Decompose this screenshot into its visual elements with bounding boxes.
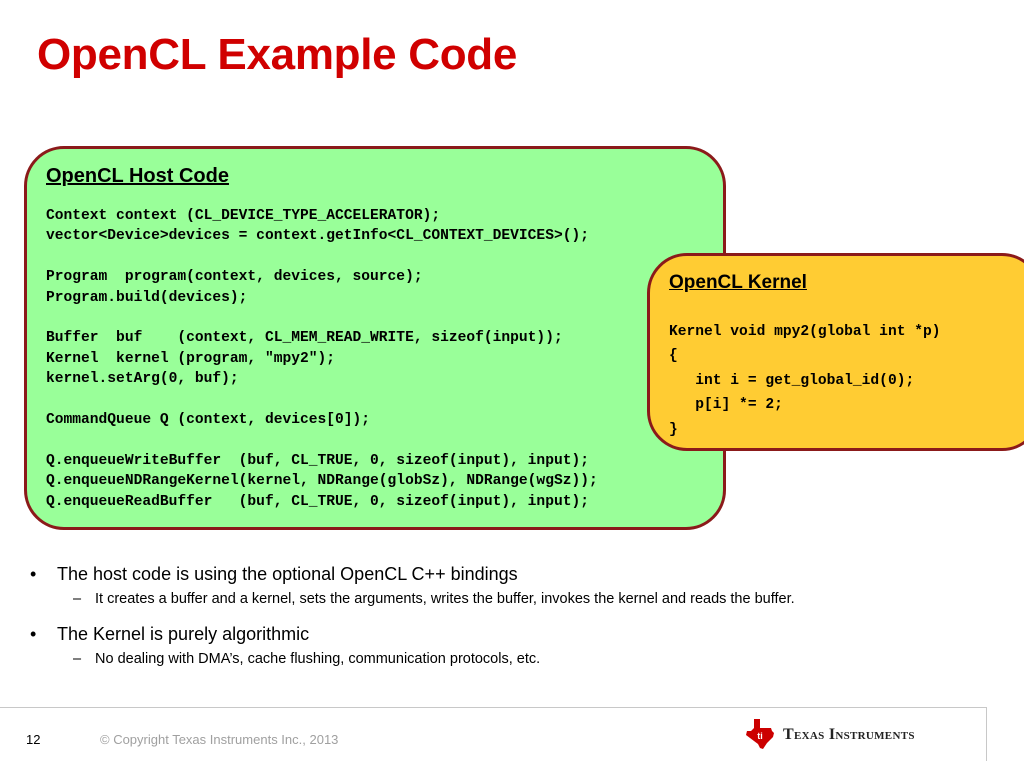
host-code-listing: Context context (CL_DEVICE_TYPE_ACCELERA… [46,208,598,510]
host-code-heading: OpenCL Host Code [46,165,229,187]
host-code-box: OpenCL Host Code Context context (CL_DEV… [24,146,726,530]
texas-state-icon: ti [746,719,774,749]
footer-divider [0,707,987,708]
ti-logo-text: Texas Instruments [783,726,915,743]
copyright-text: © Copyright Texas Instruments Inc., 2013 [100,732,339,747]
bullet-item: The host code is using the optional Open… [30,562,990,586]
svg-text:ti: ti [757,731,763,741]
kernel-code-box: OpenCL Kernel Kernel void mpy2(global in… [647,253,1024,451]
bullet-item: The Kernel is purely algorithmic [30,622,990,646]
page-number: 12 [26,732,41,747]
sub-bullet-item: No dealing with DMA’s, cache flushing, c… [30,648,990,670]
sub-bullet-item: It creates a buffer and a kernel, sets t… [30,588,990,610]
kernel-code-heading: OpenCL Kernel [669,272,807,293]
footer-divider-vertical [986,707,987,761]
bullet-list: The host code is using the optional Open… [30,562,990,682]
slide-title: OpenCL Example Code [37,30,518,79]
ti-logo: ti Texas Instruments [745,718,965,752]
kernel-code-listing: Kernel void mpy2(global int *p) { int i … [669,324,941,438]
